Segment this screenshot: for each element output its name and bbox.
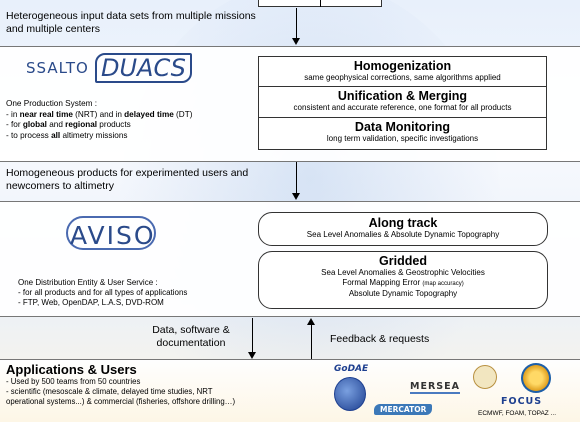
production-line-3: - to process all altimetry missions [6,130,128,140]
input-data-label: Heterogeneous input data sets from multi… [6,10,256,35]
gridded-line-1: Sea Level Anomalies & Geostrophic Veloci… [321,268,485,277]
arrow-line-1 [296,8,297,38]
mercator-logo: MERCATOR [374,404,433,415]
along-track-box: Along track Sea Level Anomalies & Absolu… [258,212,548,246]
data-flow-line [252,318,253,352]
monitoring-subtitle: long term validation, specific investiga… [326,134,479,143]
feedback-label: Feedback & requests [330,333,430,345]
data-flow-label: Data, software & documentation [152,324,230,349]
ssalto-logo: SSALTO [26,59,89,77]
distribution-heading: One Distribution Entity & User Service : [18,278,158,287]
gridded-line-3: Absolute Dynamic Topography [348,289,458,298]
aviso-logo-ring [66,216,156,250]
mersea-logo: MERSEA [410,381,460,394]
godae-logo: GoDAE [334,364,369,374]
gridded-title: Gridded [379,254,427,268]
along-track-subtitle: Sea Level Anomalies & Absolute Dynamic T… [306,230,500,239]
homogenization-section: Homogenization same geophysical correcti… [259,57,546,87]
aviso-logo: AVISO [70,221,156,250]
unification-section: Unification & Merging consistent and acc… [259,87,546,118]
gridded-line-2: Formal Mapping Error (map accuracy) [342,278,464,287]
distribution-line-1: - for all products and for all types of … [18,288,188,297]
production-heading: One Production System : [6,99,98,108]
homogenization-title: Homogenization [353,59,452,73]
globe-logo-icon [334,377,366,411]
round-logo-icon [521,363,551,393]
arrow-line-2 [296,162,297,193]
gridded-box: Gridded Sea Level Anomalies & Geostrophi… [258,251,548,309]
monitoring-title: Data Monitoring [354,120,451,134]
applications-line-2: - scientific (mesoscale & climate, delay… [6,387,213,396]
homogenization-subtitle: same geophysical corrections, same algor… [304,73,501,82]
applications-title: Applications & Users [6,362,137,377]
distribution-line-2: - FTP, Web, OpenDAP, L.A.S, DVD-ROM [18,298,164,307]
production-line-2: - for global and regional products [6,120,131,129]
duacs-logo: DUACS [95,53,192,83]
unification-subtitle: consistent and accurate reference, one f… [293,103,512,112]
seal-logo-icon [473,365,497,389]
applications-line-3: operational systems...) & commercial (fi… [6,397,236,406]
production-description: One Production System : - in near real t… [6,99,256,141]
feedback-arrowhead [307,318,315,325]
production-line-1: - in near real time (NRT) and in delayed… [6,109,193,119]
focus-logo: FOCUS [501,396,543,407]
feedback-line [311,325,312,360]
applications-footer: ECMWF, FOAM, TOPAZ ... [478,410,557,417]
top-box-divider [320,0,321,7]
applications-line-1: - Used by 500 teams from 50 countries [6,377,141,386]
applications-block: Applications & Users - Used by 500 teams… [6,362,336,407]
homogeneous-products-label: Homogeneous products for experimented us… [6,167,249,192]
monitoring-section: Data Monitoring long term validation, sp… [259,118,546,149]
data-flow-arrowhead [248,352,256,359]
distribution-description: One Distribution Entity & User Service :… [18,278,258,308]
unification-title: Unification & Merging [337,89,468,103]
arrow-head-1 [292,38,300,45]
arrow-head-2 [292,193,300,200]
production-tasks-box: Homogenization same geophysical correcti… [258,56,547,150]
along-track-title: Along track [368,216,438,230]
